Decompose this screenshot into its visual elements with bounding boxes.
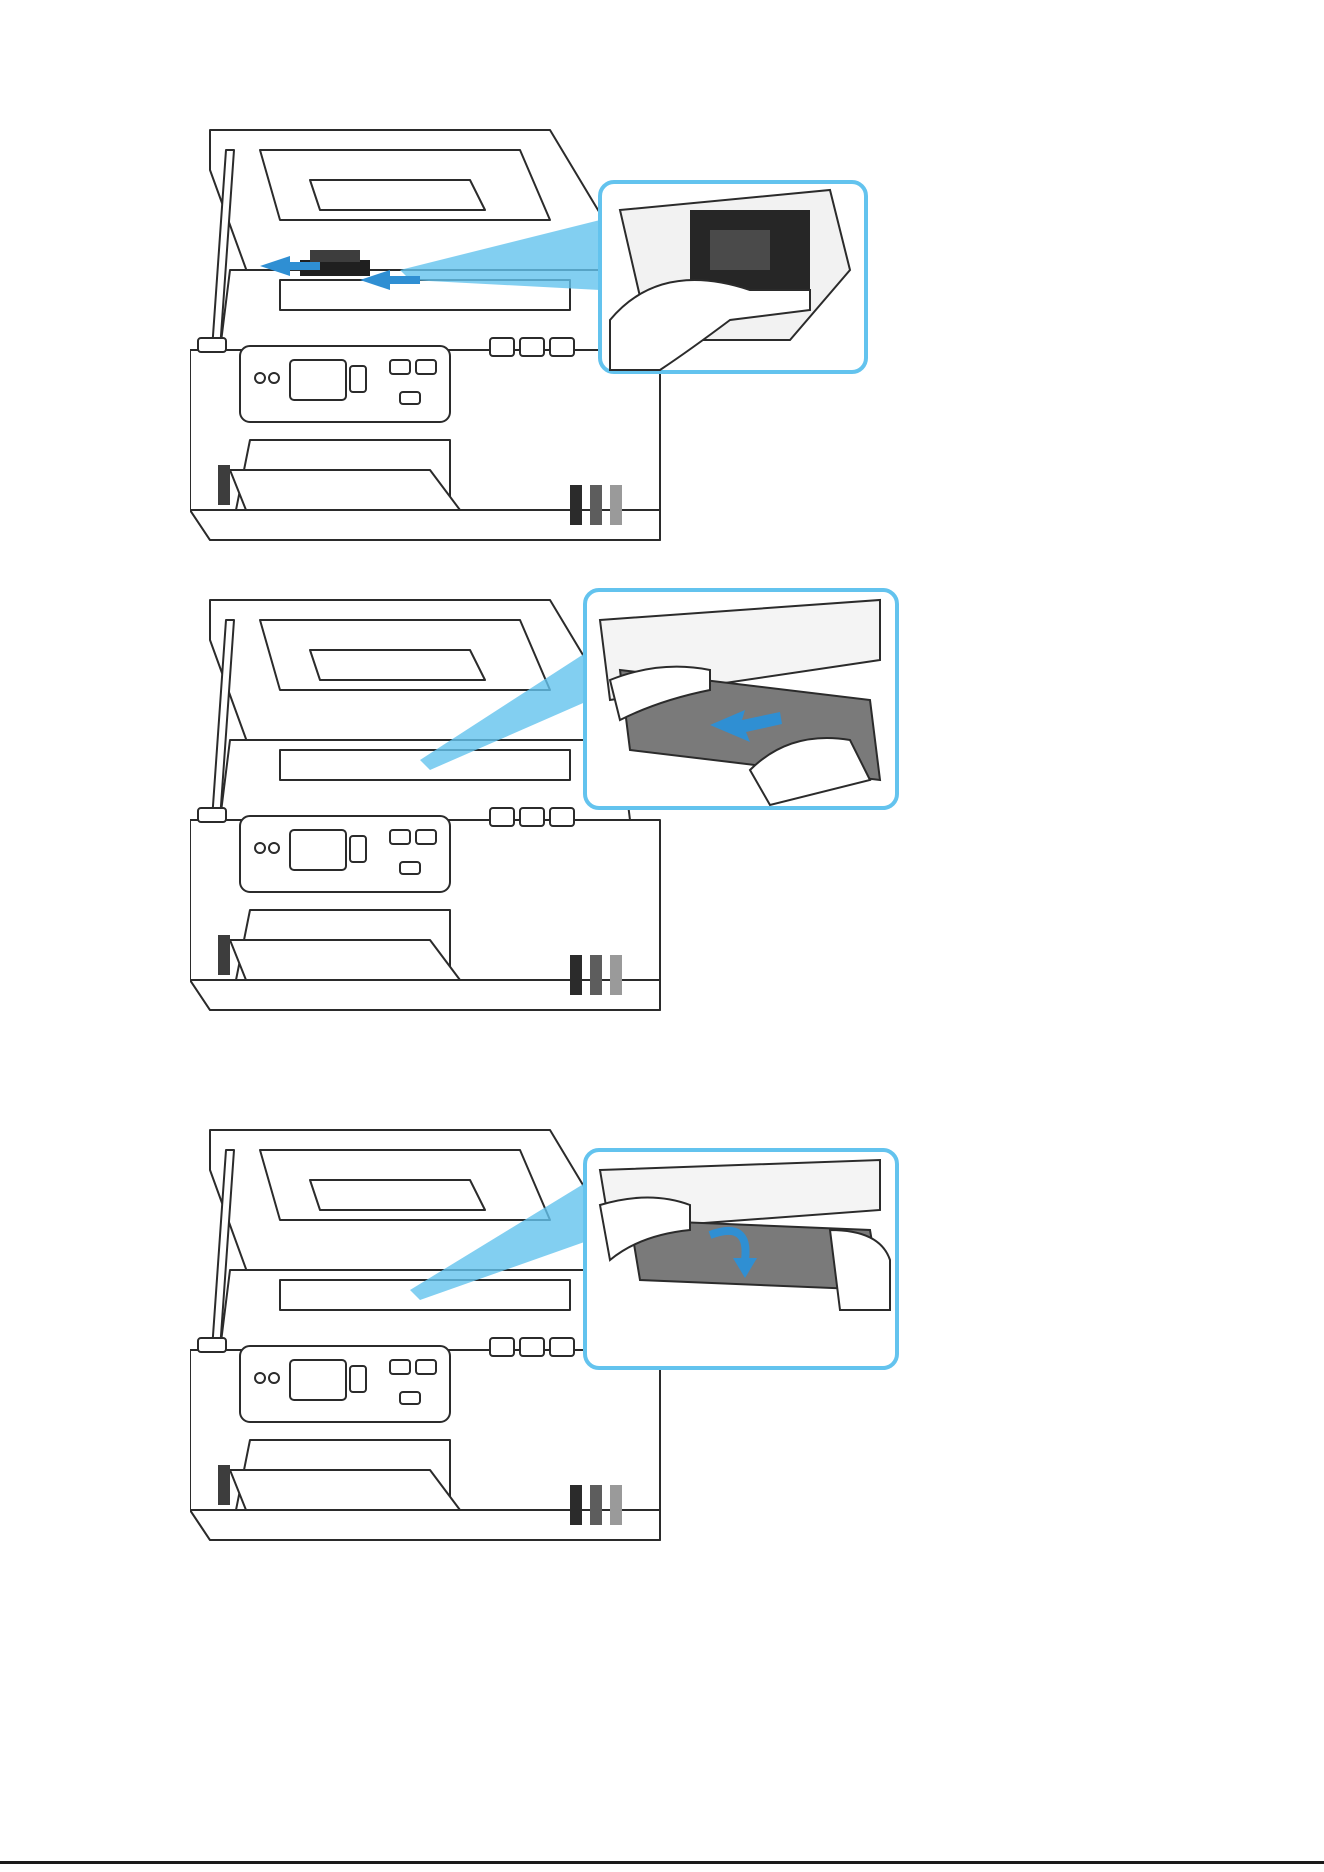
zoom-callout [585,1150,897,1368]
illustration-step-pull-paper [190,580,1010,1020]
printer-illustration [190,1110,1010,1550]
page-bottom-rule [0,1861,1324,1864]
illustration-step-slide-holder [190,110,1010,550]
printer-illustration [190,580,1010,1020]
zoom-callout [585,590,897,808]
illustration-step-remove-paper [190,1110,1010,1550]
printer-illustration [190,110,1010,550]
zoom-callout [600,182,866,372]
